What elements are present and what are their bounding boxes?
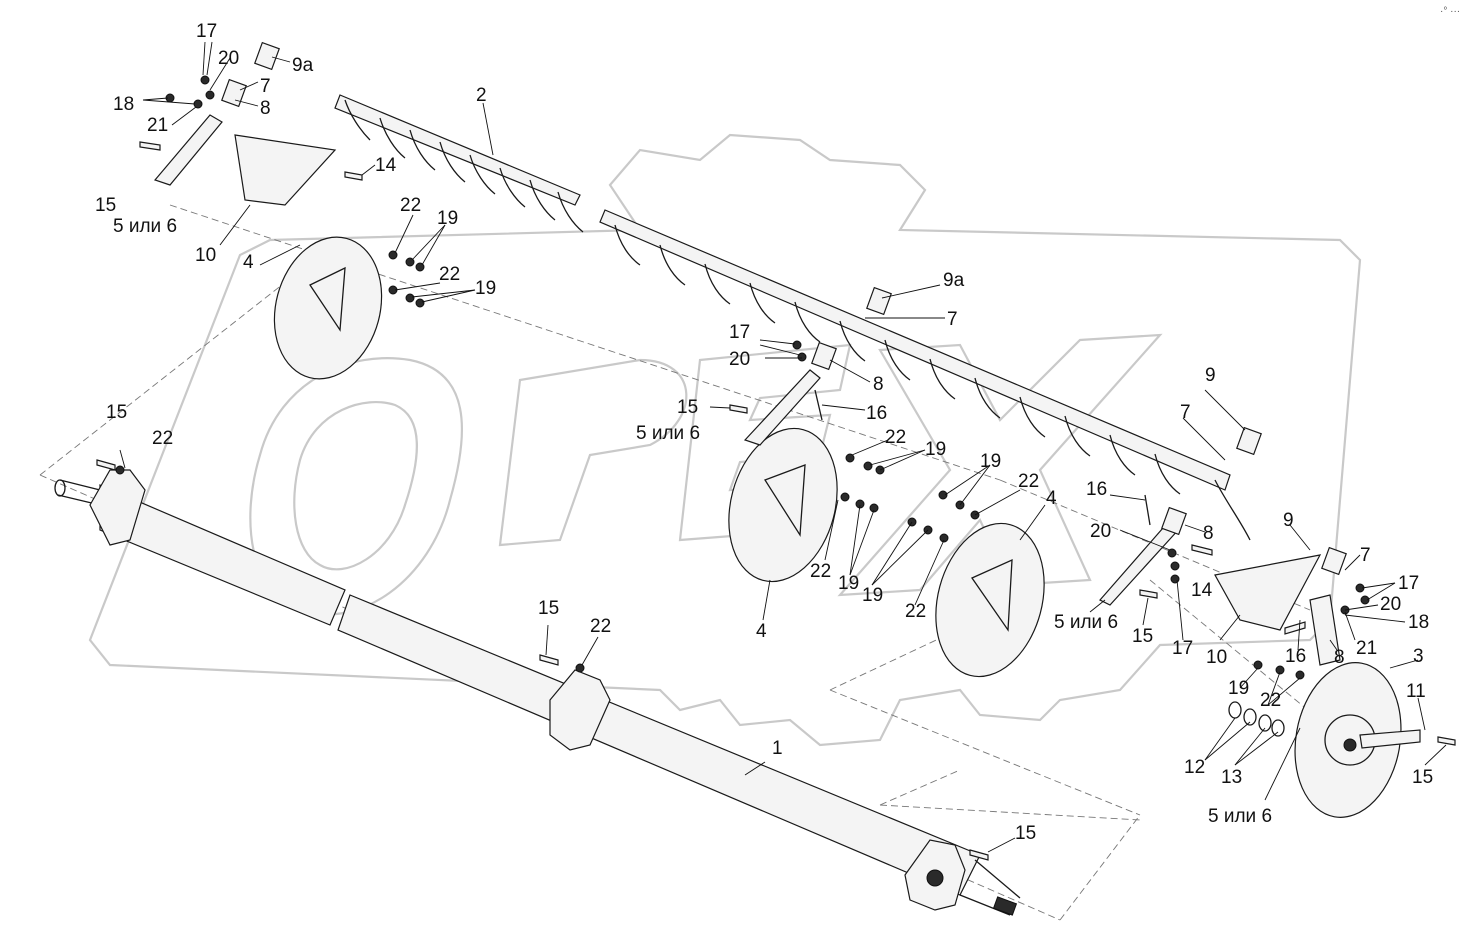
callout-1: 1 bbox=[772, 738, 783, 759]
callout-7: 7 bbox=[947, 309, 958, 330]
callout-17: 17 bbox=[196, 21, 217, 42]
callout-22: 22 bbox=[885, 427, 906, 448]
callout-8: 8 bbox=[260, 98, 271, 119]
hardware bbox=[96, 41, 1456, 861]
bracket-end bbox=[1309, 594, 1341, 666]
callout-14: 14 bbox=[375, 155, 397, 176]
tine-bar-main bbox=[599, 209, 1251, 541]
callout-15: 15 bbox=[538, 598, 559, 619]
callout-22: 22 bbox=[810, 561, 831, 582]
tine-bar-left bbox=[334, 94, 584, 233]
callout-22: 22 bbox=[439, 264, 460, 285]
callout-5-or-6: 5 или 6 bbox=[636, 423, 700, 444]
callout-18: 18 bbox=[1408, 612, 1429, 633]
plate-left bbox=[234, 134, 337, 206]
watermark-logo bbox=[88, 133, 1362, 747]
callout-2: 2 bbox=[476, 85, 487, 106]
callout-19: 19 bbox=[1228, 678, 1249, 699]
callout-8: 8 bbox=[873, 374, 884, 395]
callout-18: 18 bbox=[113, 94, 134, 115]
callout-22: 22 bbox=[152, 428, 173, 449]
callout-8: 8 bbox=[1203, 523, 1214, 544]
callout-4: 4 bbox=[756, 621, 767, 642]
callout-4: 4 bbox=[243, 252, 254, 273]
callout-5-or-6: 5 или 6 bbox=[1054, 612, 1118, 633]
callout-19: 19 bbox=[475, 278, 496, 299]
callout-15: 15 bbox=[1412, 767, 1433, 788]
callout-14: 14 bbox=[1191, 580, 1213, 601]
callout-20: 20 bbox=[218, 48, 239, 69]
disc-end bbox=[1294, 662, 1421, 818]
callout-17: 17 bbox=[1172, 638, 1193, 659]
callout-21: 21 bbox=[1356, 638, 1377, 659]
bracket-left bbox=[153, 114, 223, 186]
callout-5-or-6: 5 или 6 bbox=[113, 216, 177, 237]
bracket-middle bbox=[743, 369, 821, 446]
callout-15: 15 bbox=[1015, 823, 1036, 844]
callout-16: 16 bbox=[866, 403, 887, 424]
callout-9: 9 bbox=[1205, 365, 1216, 386]
plate-right bbox=[1214, 554, 1322, 631]
callout-20: 20 bbox=[1090, 521, 1111, 542]
callout-9a: 9а bbox=[943, 270, 965, 291]
leader-lines bbox=[119, 41, 1447, 853]
callout-13: 13 bbox=[1221, 767, 1242, 788]
callout-15: 15 bbox=[95, 195, 116, 216]
callout-22: 22 bbox=[1260, 690, 1281, 711]
callout-15: 15 bbox=[106, 402, 127, 423]
callout-17: 17 bbox=[729, 322, 750, 343]
callout-11: 11 bbox=[1406, 681, 1426, 702]
callout-10: 10 bbox=[195, 245, 216, 266]
callout-17: 17 bbox=[1398, 573, 1419, 594]
callout-16: 16 bbox=[1285, 646, 1306, 667]
callout-22: 22 bbox=[590, 616, 611, 637]
callout-21: 21 bbox=[147, 115, 168, 136]
callout-9: 9 bbox=[1283, 510, 1294, 531]
callout-19: 19 bbox=[925, 439, 946, 460]
callout-8: 8 bbox=[1334, 647, 1345, 668]
callout-19: 19 bbox=[862, 585, 883, 606]
callout-15: 15 bbox=[1132, 626, 1153, 647]
callout-22: 22 bbox=[1018, 471, 1039, 492]
callout-20: 20 bbox=[1380, 594, 1401, 615]
disc-left bbox=[273, 236, 383, 380]
callout-7: 7 bbox=[1180, 402, 1191, 423]
callout-19: 19 bbox=[838, 573, 859, 594]
callout-22: 22 bbox=[400, 195, 421, 216]
callout-4: 4 bbox=[1046, 488, 1057, 509]
callout-16: 16 bbox=[1086, 479, 1107, 500]
callout-7: 7 bbox=[260, 76, 271, 97]
callout-10: 10 bbox=[1206, 647, 1227, 668]
callout-3: 3 bbox=[1413, 646, 1424, 667]
callout-5-or-6: 5 или 6 bbox=[1208, 806, 1272, 827]
callout-20: 20 bbox=[729, 349, 750, 370]
callout-12: 12 bbox=[1184, 757, 1205, 778]
callout-15: 15 bbox=[677, 397, 698, 418]
disc-middle bbox=[728, 427, 838, 583]
callout-7: 7 bbox=[1360, 545, 1371, 566]
callouts: 17 20 9а 18 7 8 21 15 5 или 6 2 14 22 19… bbox=[95, 21, 1433, 844]
callout-9a: 9а bbox=[292, 55, 314, 76]
callout-22: 22 bbox=[905, 601, 926, 622]
corner-mark: ·° ··· bbox=[1440, 6, 1460, 17]
tube-shaft bbox=[54, 469, 1021, 916]
disc-right bbox=[935, 522, 1045, 678]
callout-19: 19 bbox=[437, 208, 458, 229]
callout-19: 19 bbox=[980, 451, 1001, 472]
